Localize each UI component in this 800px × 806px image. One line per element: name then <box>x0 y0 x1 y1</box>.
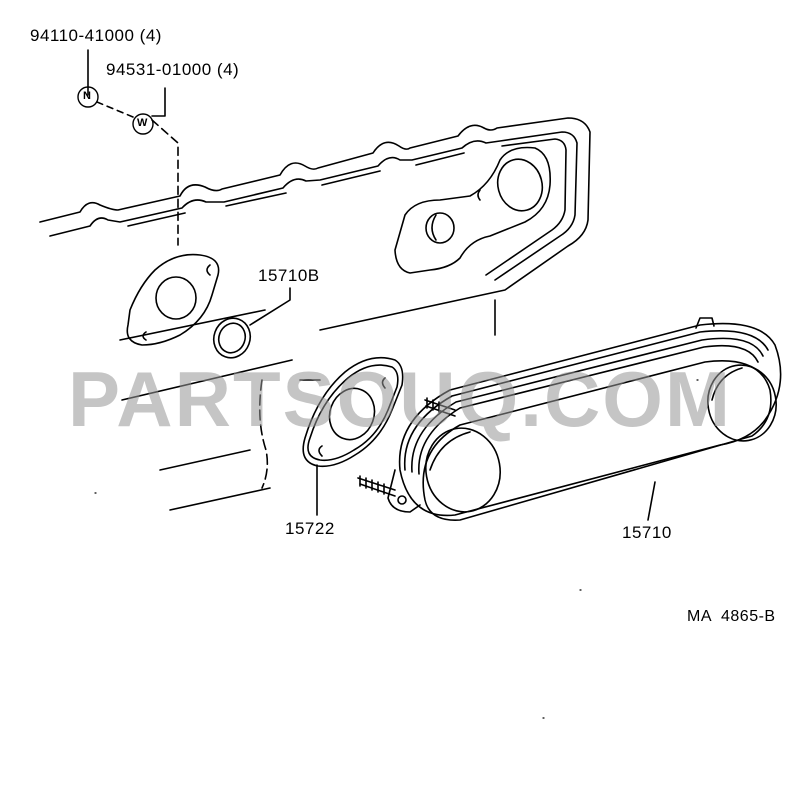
callout-nut-label: 94110-41000 (4) <box>30 26 162 45</box>
washer-symbol-icon <box>132 113 154 135</box>
oil-cooler-15710-outline <box>357 317 782 521</box>
upper-gasket-outline <box>126 253 220 346</box>
scan-specks <box>94 379 699 719</box>
diagram-reference-code: MA 4865-B <box>687 608 776 625</box>
callout-o-ring-label: 15710B <box>258 266 320 285</box>
washer-symbol-letter: W <box>137 117 148 129</box>
nut-symbol-letter: N <box>83 90 91 102</box>
o-ring-15710b <box>212 287 291 359</box>
nut-symbol-icon <box>77 86 99 108</box>
engine-block-outline <box>39 117 591 511</box>
gasket-15722-outline <box>302 356 404 516</box>
callout-gasket-label: 15722 <box>285 519 335 538</box>
callout-oil-cooler-label: 15710 <box>622 523 672 542</box>
fastener-leader-lines <box>87 49 179 246</box>
callout-washer-label: 94531-01000 (4) <box>106 60 240 79</box>
